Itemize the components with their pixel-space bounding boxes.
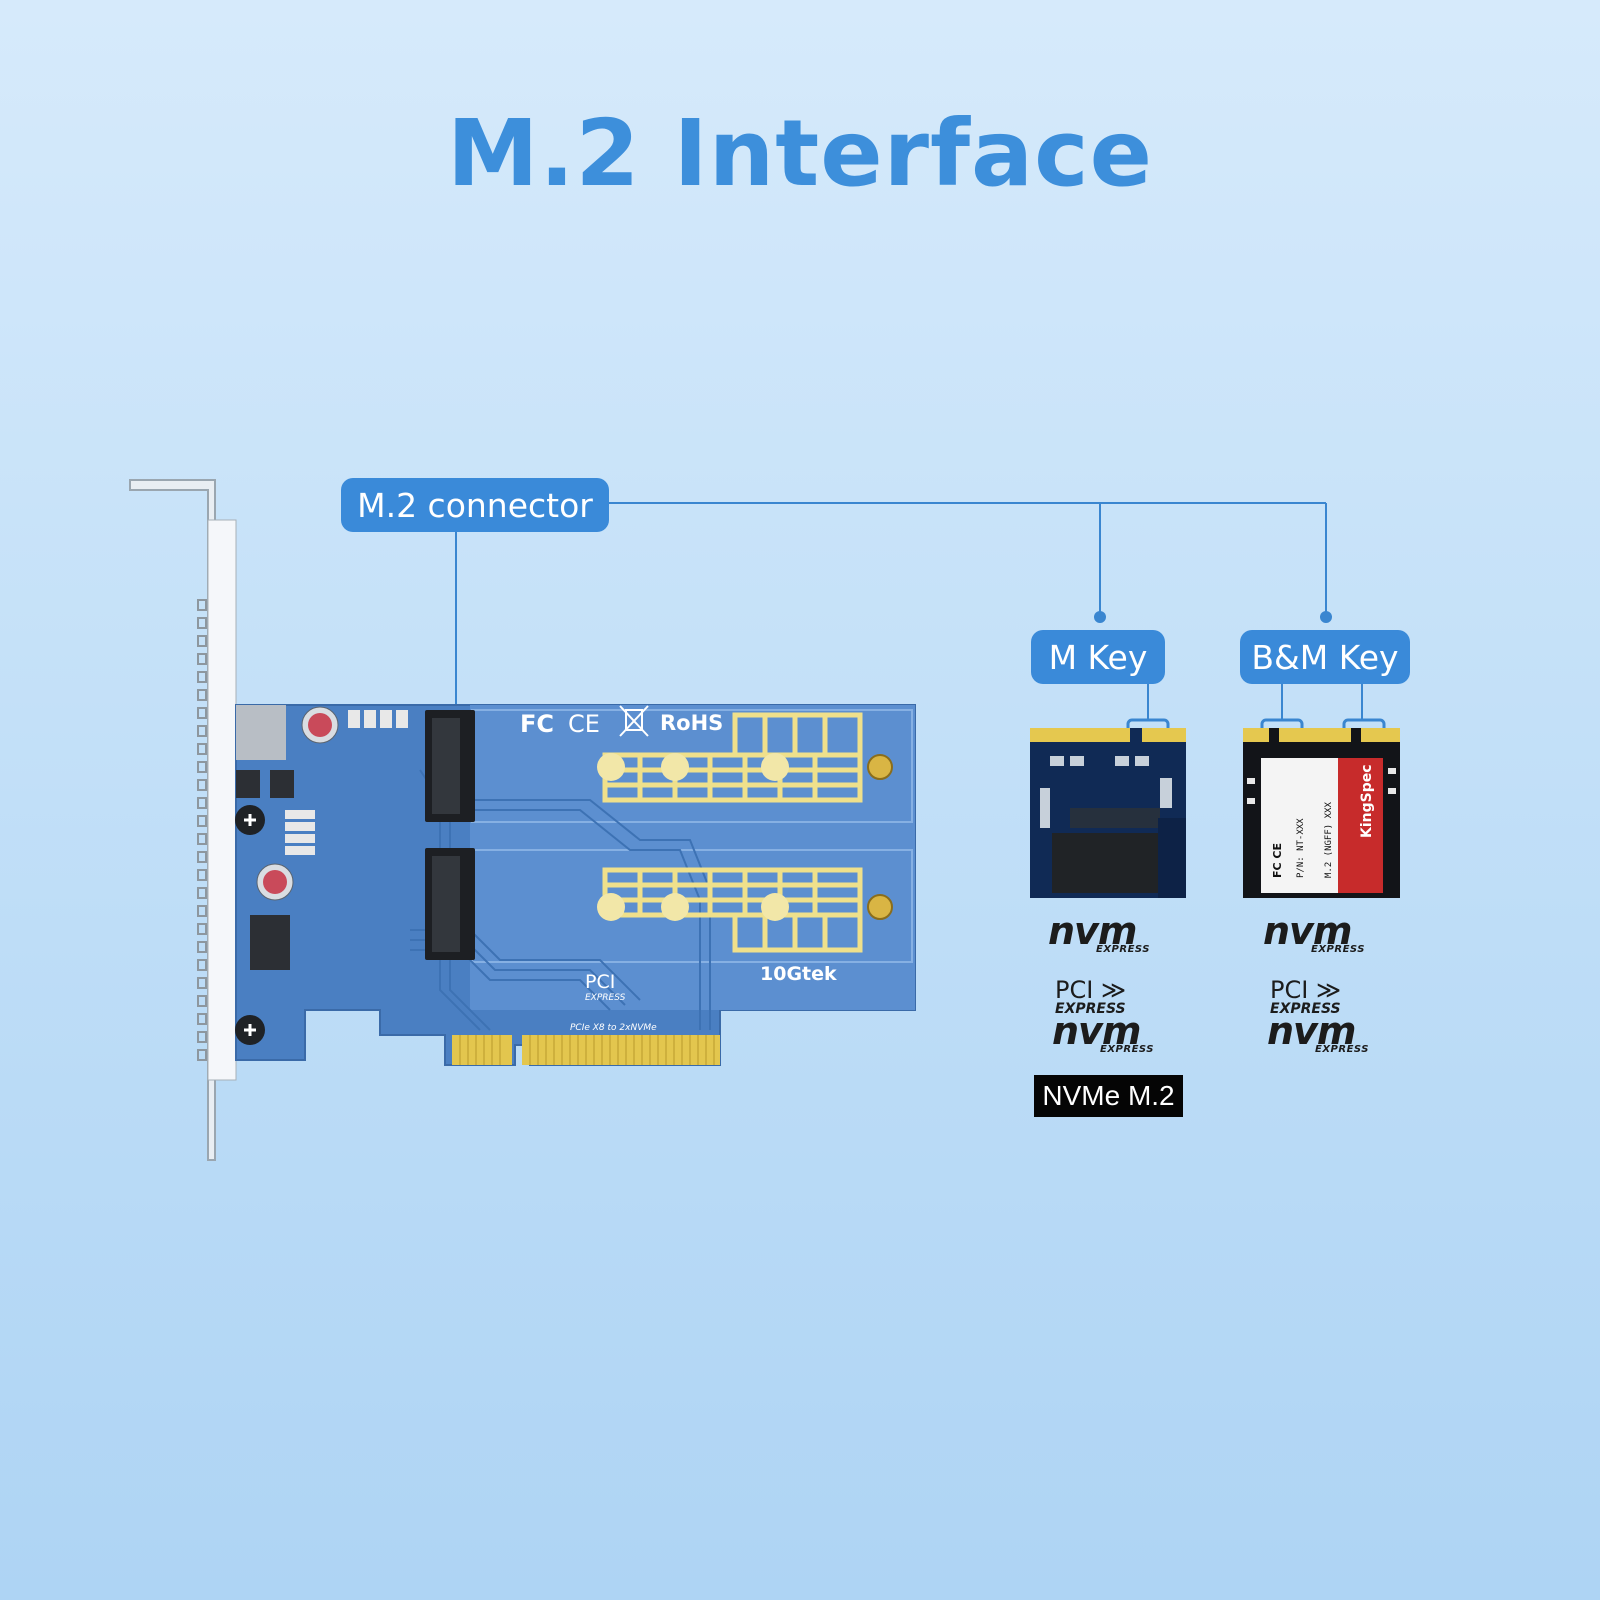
m-key-dot (1094, 611, 1106, 623)
mounting-grid-bottom (602, 867, 863, 953)
cert-fc: FC (520, 710, 554, 738)
ssd-marks: FC CE (1271, 843, 1284, 878)
ssd-brand: KingSpec (1359, 764, 1375, 838)
page-title: M.2 Interface (446, 100, 1154, 207)
nvm-express-logo-left-2: nvm EXPRESS (1052, 1009, 1154, 1055)
board-pci-logo-sub: EXPRESS (585, 993, 626, 1003)
ssd-m-key (1030, 728, 1186, 898)
m2-socket-bottom (425, 848, 475, 960)
nvm-express-logo-left-1: nvm EXPRESS (1048, 909, 1150, 955)
pcie-edge-connector (452, 1035, 720, 1065)
cert-ce: CE (568, 710, 600, 738)
bm-key-dot (1320, 611, 1332, 623)
nvm-express-logo-right-1: nvm EXPRESS (1263, 909, 1365, 955)
pcie-adapter-card: FC CE RoHS 10Gtek PCI EXPRESS PCIe X8 to… (129, 479, 916, 1161)
cert-rohs: RoHS (660, 711, 723, 735)
nvme-m2-tag: NVMe M.2 (1034, 1075, 1183, 1117)
bracket (129, 479, 237, 1161)
pci-express-logo-left: PCI ≫ EXPRESS (1055, 976, 1127, 1017)
inductor (236, 705, 286, 760)
board-brand: 10Gtek (760, 963, 837, 985)
board-edge-caption: PCIe X8 to 2xNVMe (570, 1023, 657, 1033)
weee-bin-icon (619, 705, 649, 737)
m-key-label: M Key (1031, 630, 1165, 684)
m2-socket-top (425, 710, 475, 822)
ssd-bm-key: KingSpec M.2 (NGFF) XXX P/N: NT-XXX FC C… (1243, 728, 1400, 898)
bm-key-label: B&M Key (1240, 630, 1410, 684)
ssd-pn: P/N: NT-XXX (1296, 818, 1306, 878)
board-pci-logo: PCI (585, 971, 615, 993)
pci-express-logo-right: PCI ≫ EXPRESS (1270, 976, 1342, 1017)
nvm-express-logo-right-2: nvm EXPRESS (1267, 1009, 1369, 1055)
m2-connector-label: M.2 connector (341, 478, 609, 532)
ssd-model: M.2 (NGFF) XXX (1324, 802, 1334, 878)
